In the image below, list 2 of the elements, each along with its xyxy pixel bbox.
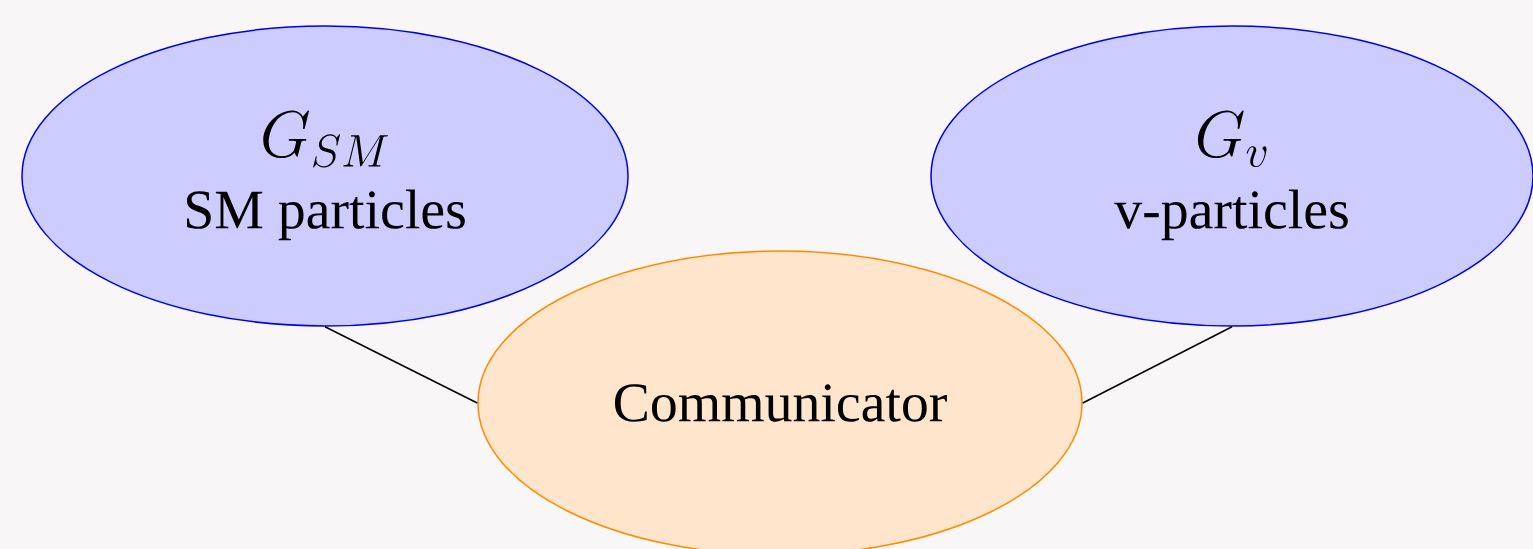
connector-line bbox=[324, 326, 478, 404]
connector-line bbox=[1082, 326, 1233, 404]
